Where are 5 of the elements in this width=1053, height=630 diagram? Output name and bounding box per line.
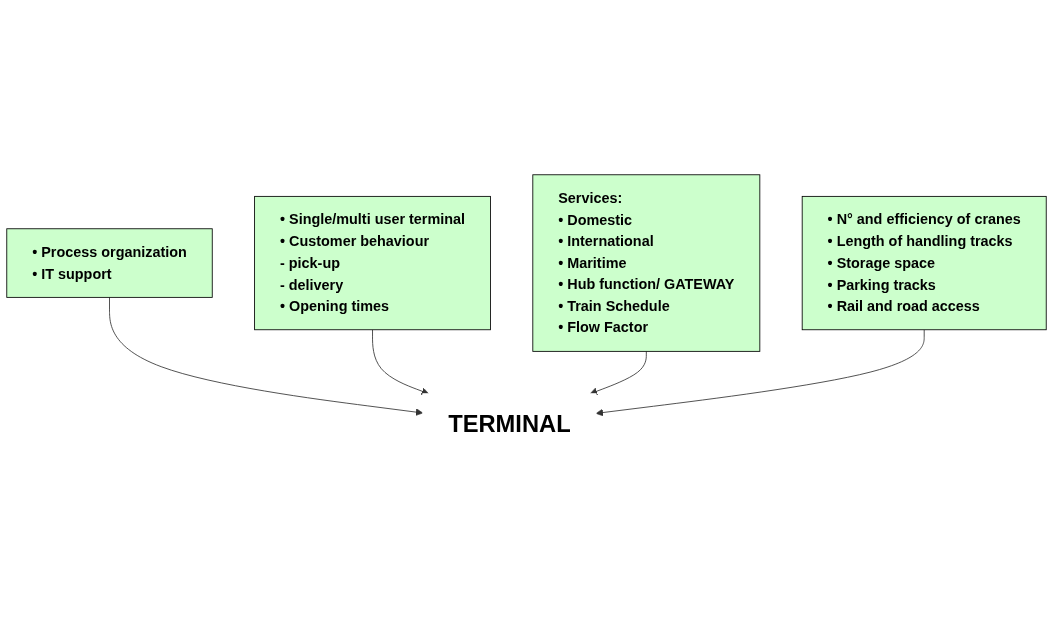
node-text: TERMINAL [448, 410, 571, 438]
node-box: • Process organization • IT support [6, 228, 213, 299]
node-box: Services: • Domestic • International • Maritime • Hub function/ GATEWAY • Train Schedule • Flow Factor [532, 174, 761, 353]
node-box: • Single/multi user terminal • Customer behaviour - pick-up - delivery • Opening times [254, 196, 491, 331]
node-box: • N° and efficiency of cranes • Length of handling tracks • Storage space • Parking tracks • Rail and road access [801, 196, 1047, 331]
